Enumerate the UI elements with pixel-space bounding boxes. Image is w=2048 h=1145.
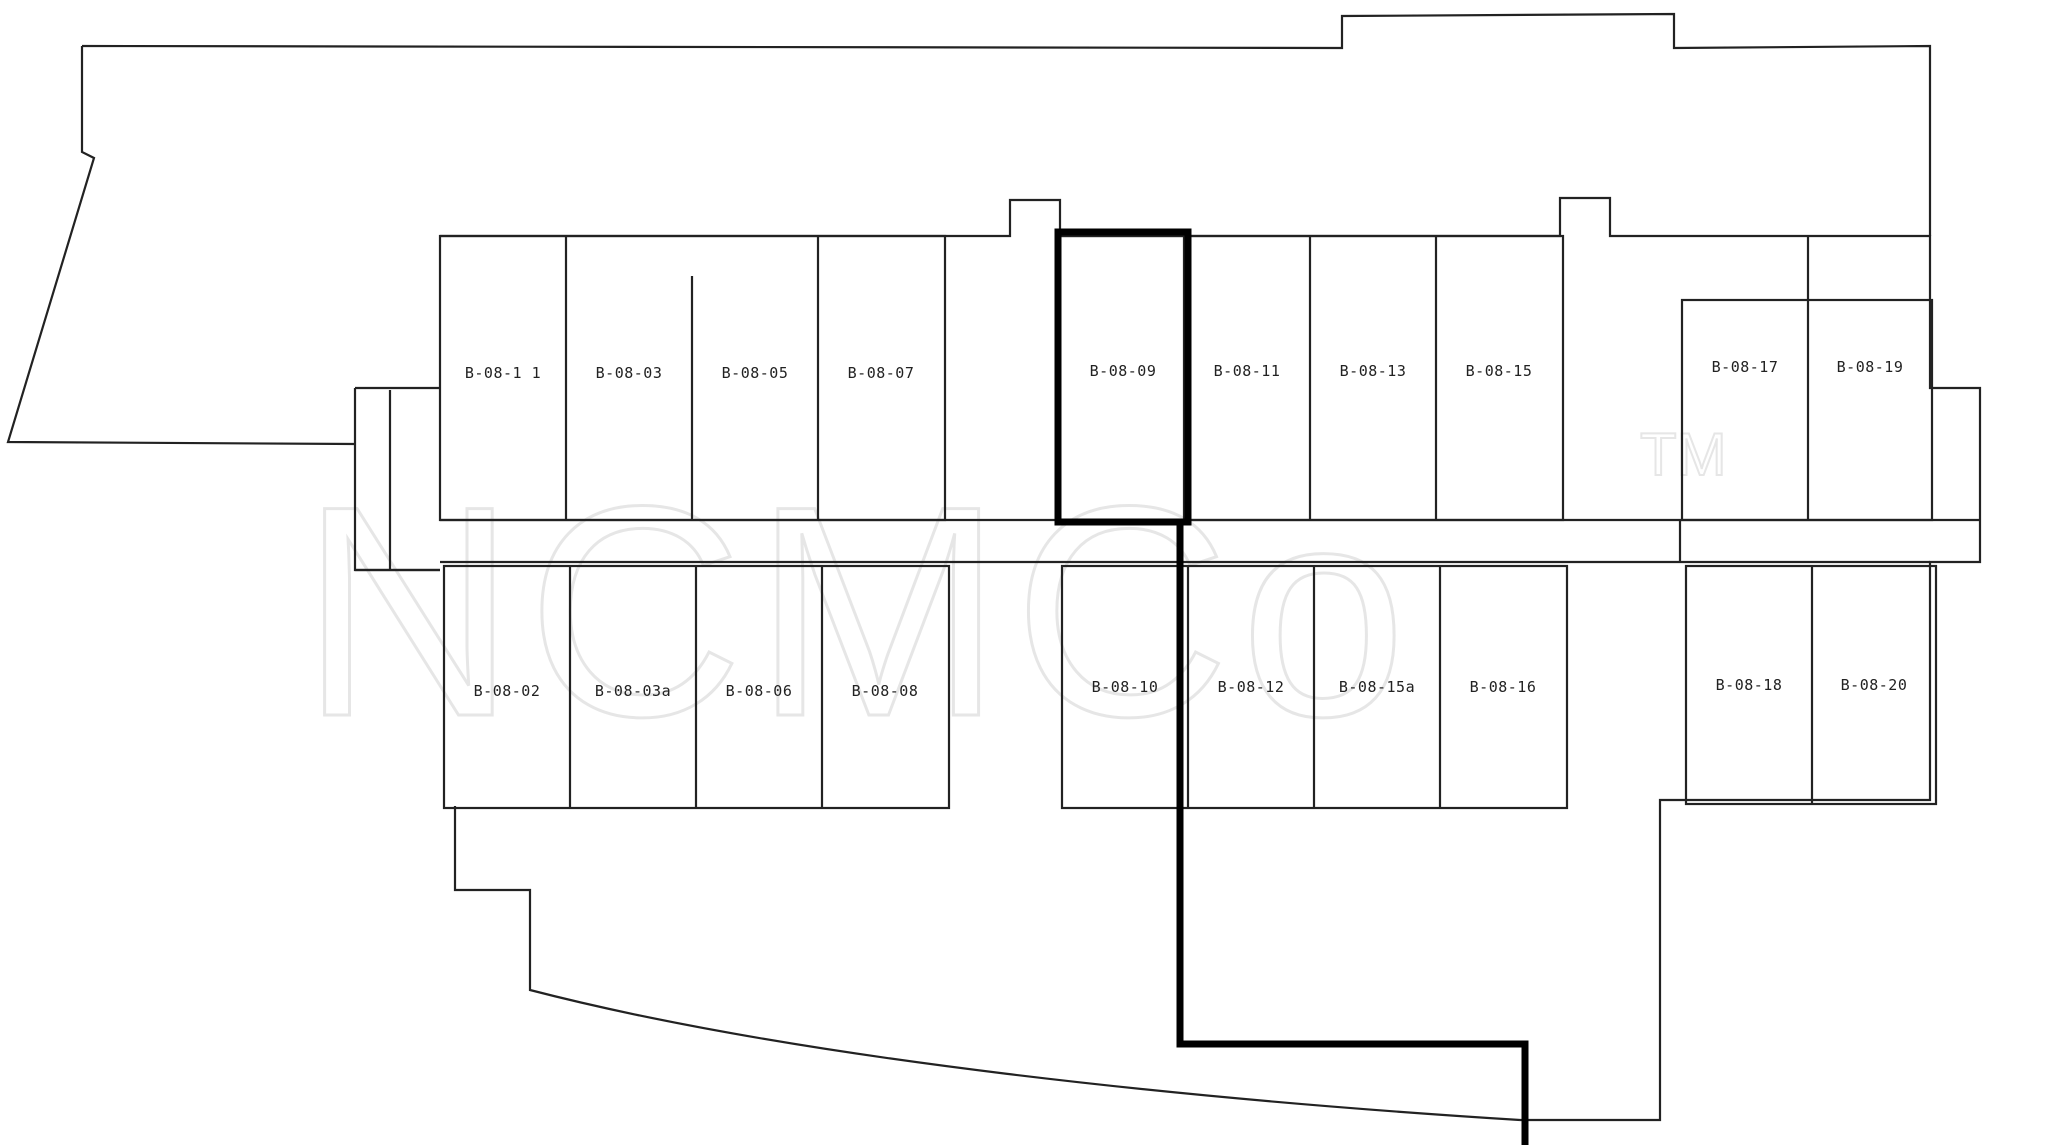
unit-label: B-08-05 xyxy=(722,364,789,382)
unit-label: B-08-02 xyxy=(474,682,541,700)
unit-block-bottom-left xyxy=(442,564,951,810)
unit-block-bottom-right xyxy=(1684,564,1938,806)
unit-label: B-08-15a xyxy=(1339,678,1415,696)
unit-label: B-08-19 xyxy=(1837,358,1904,376)
unit-label: B-08-03a xyxy=(595,682,671,700)
unit-label: B-08-16 xyxy=(1470,678,1537,696)
highlighted-unit xyxy=(1054,228,1529,1145)
unit-labels: B-08-1 1 B-08-03 B-08-05 B-08-07 B-08-09… xyxy=(465,358,1907,700)
unit-label: B-08-11 xyxy=(1214,362,1281,380)
unit-label: B-08-08 xyxy=(852,682,919,700)
unit-label: B-08-03 xyxy=(596,364,663,382)
building-outline-top xyxy=(6,12,1932,446)
watermark-trademark: TM xyxy=(1640,421,1727,488)
unit-label: B-08-13 xyxy=(1340,362,1407,380)
unit-label: B-08-20 xyxy=(1841,676,1908,694)
unit-label: B-08-18 xyxy=(1716,676,1783,694)
unit-label: B-08-1 1 xyxy=(465,364,541,382)
building-outline-main xyxy=(440,196,1982,1122)
unit-label: B-08-10 xyxy=(1092,678,1159,696)
watermark: NCMCo TM xyxy=(299,420,1728,781)
watermark-text: NCMCo xyxy=(300,443,1417,779)
unit-label: B-08-07 xyxy=(848,364,915,382)
left-wing xyxy=(355,390,440,572)
access-path xyxy=(1176,522,1529,1145)
unit-label: B-08-12 xyxy=(1218,678,1285,696)
unit-block-bottom-mid xyxy=(1060,564,1569,810)
unit-label-highlighted: B-08-09 xyxy=(1090,362,1157,380)
unit-label: B-08-17 xyxy=(1712,358,1779,376)
unit-label: B-08-15 xyxy=(1466,362,1533,380)
unit-block-top-left xyxy=(438,234,947,522)
unit-block-top-right xyxy=(1680,236,1934,522)
unit-label: B-08-06 xyxy=(726,682,793,700)
